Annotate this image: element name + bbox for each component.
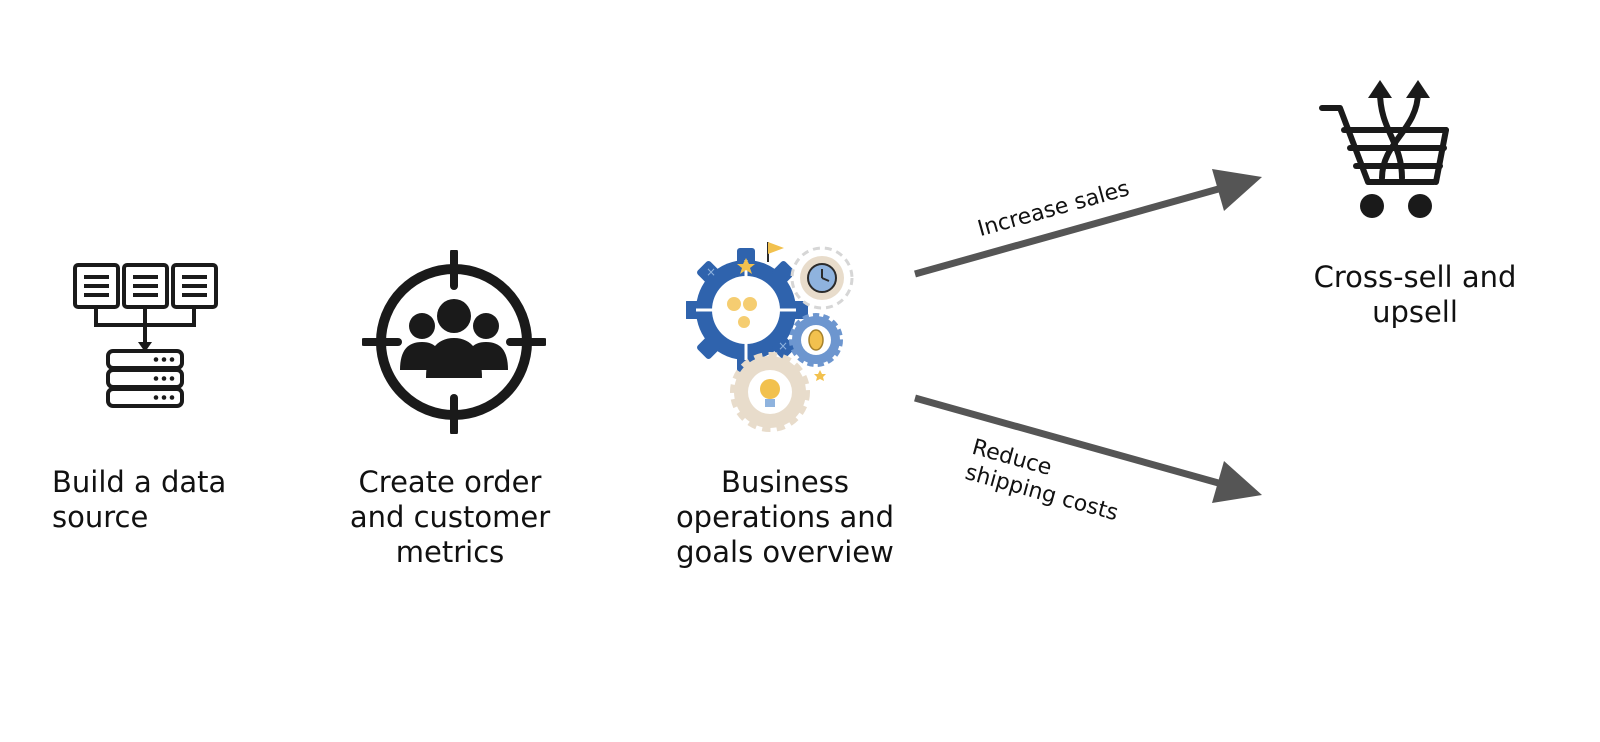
step-label-build-data-source: Build a data source [52, 465, 227, 534]
business-gears-icon: × × [686, 242, 854, 432]
step-label-business-operations: Business operations and goals overview [675, 465, 895, 569]
flow-arrows [914, 169, 1262, 503]
svg-text:×: × [778, 339, 788, 353]
outcome-label-cross-sell-upsell: Cross-sell and upsell [1313, 260, 1517, 329]
arrow-down [914, 394, 1262, 503]
arrow-up [914, 169, 1262, 278]
shopping-cart-cross-arrows-icon [1319, 80, 1449, 218]
database-network-icon [73, 263, 218, 408]
customer-target-icon [362, 250, 546, 434]
svg-text:×: × [706, 265, 716, 279]
step-label-order-customer-metrics: Create order and customer metrics [349, 465, 551, 569]
